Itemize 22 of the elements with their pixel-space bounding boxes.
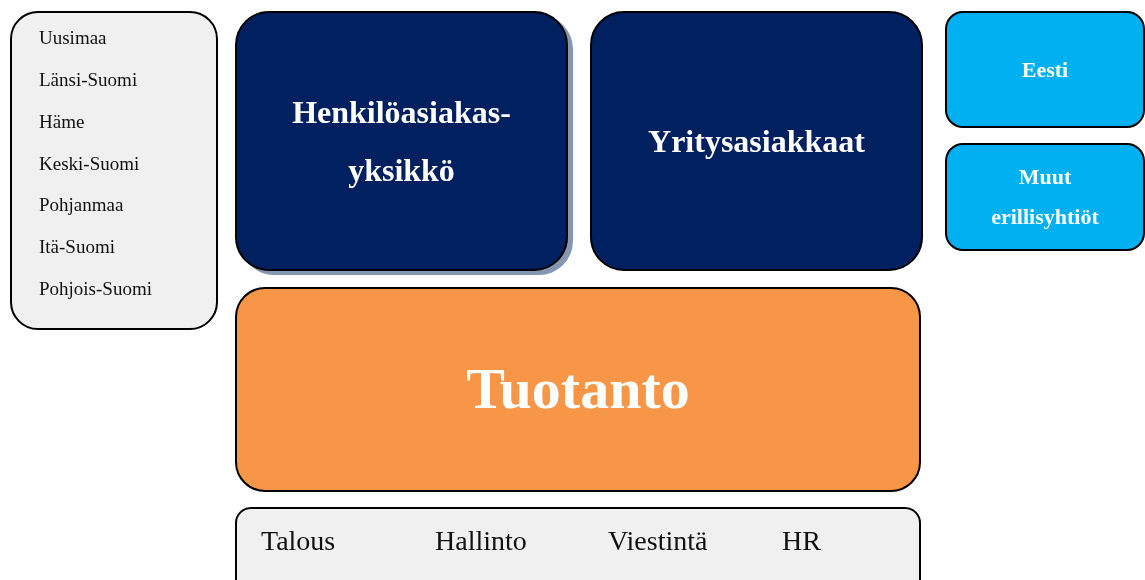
support-functions-box <box>235 507 921 580</box>
function-name: HR <box>782 525 821 558</box>
unit-title: Yritysasiakkaat <box>648 122 865 160</box>
production-title: Tuotanto <box>466 356 690 423</box>
region-name: Itä-Suomi <box>39 236 115 259</box>
unit-box <box>590 11 923 271</box>
function-name: Talous <box>261 525 336 558</box>
function-name: Hallinto <box>435 525 527 558</box>
region-name: Keski-Suomi <box>39 152 140 175</box>
subsidiary-box <box>945 143 1145 251</box>
region-name: Pohjois-Suomi <box>39 278 152 300</box>
production-box <box>235 287 921 492</box>
subsidiary-title: Muut erillisyhtiöt <box>990 163 1100 231</box>
unit-title: Henkilöasiakas-yksikkö <box>291 93 512 190</box>
region-name: Uusimaa <box>39 27 107 49</box>
region-name: Pohjanmaa <box>39 194 124 217</box>
region-list-box <box>10 11 218 330</box>
region-name: Häme <box>39 110 85 133</box>
subsidiary-box <box>945 11 1145 128</box>
subsidiary-title: Eesti <box>1021 56 1069 83</box>
function-name: Viestintä <box>608 525 708 558</box>
region-name: Länsi-Suomi <box>39 68 138 91</box>
